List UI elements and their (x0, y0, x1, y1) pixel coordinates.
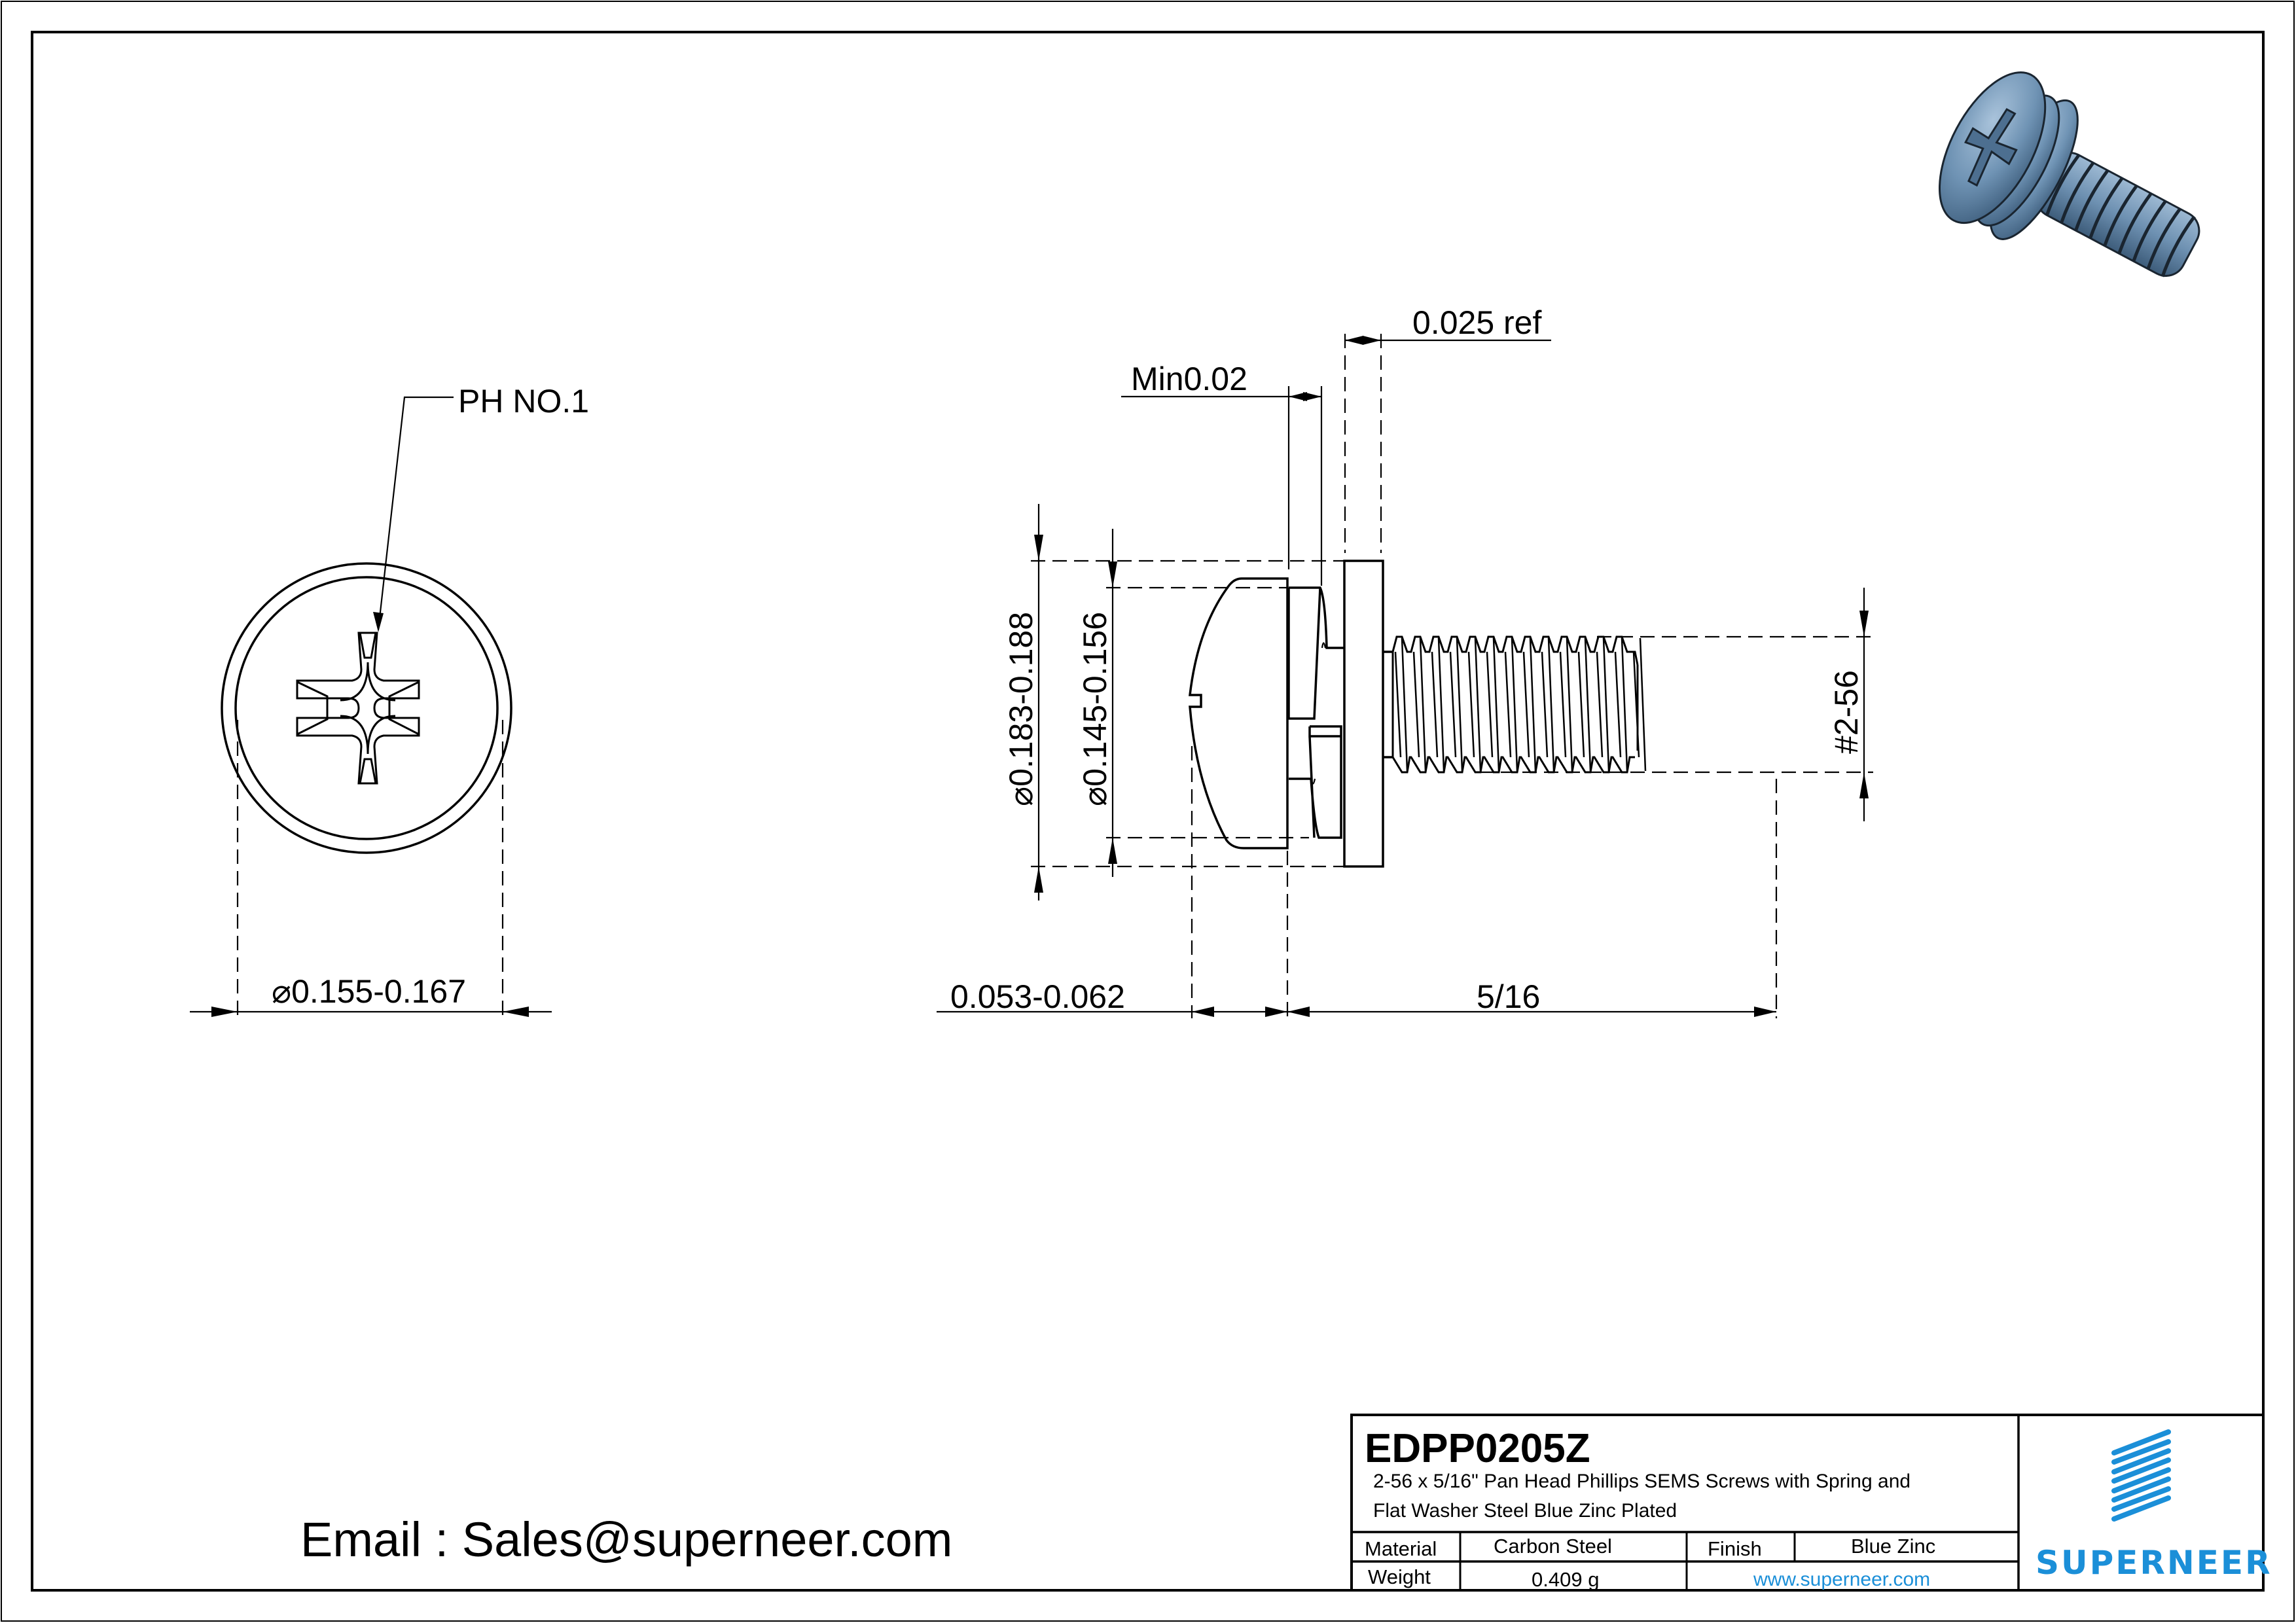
finish-label: Finish (1708, 1537, 1762, 1560)
material-label: Material (1365, 1537, 1437, 1560)
head-end-view: PH NO.1 ⌀0.155-0.167 (190, 383, 589, 1018)
description-line-2: Flat Washer Steel Blue Zinc Plated (1373, 1500, 1677, 1522)
description-line-1: 2-56 x 5/16" Pan Head Phillips SEMS Scre… (1373, 1471, 1910, 1492)
spring-washer-min-dim: Min0.02 (1131, 361, 1247, 397)
material-value: Carbon Steel (1494, 1535, 1612, 1558)
spring-washer-lower (1289, 725, 1342, 839)
inner-frame (31, 31, 2265, 1592)
thread-size-dim: #2-56 (1828, 670, 1865, 754)
flat-washer (1343, 560, 1384, 868)
leader-arrowhead (373, 612, 384, 632)
part-number: EDPP0205Z (1365, 1426, 1590, 1471)
screw-3d-render (1938, 71, 2200, 277)
head-outer-circle (221, 562, 512, 854)
brand-name: SUPERNEER (2036, 1544, 2272, 1582)
recess-leader-line (377, 396, 454, 630)
superneer-logo-icon (2111, 1429, 2171, 1522)
pan-head-profile (1189, 577, 1289, 849)
website-link[interactable]: www.superneer.com (1753, 1569, 1930, 1590)
weight-label: Weight (1368, 1565, 1431, 1588)
recess-callout: PH NO.1 (458, 383, 589, 419)
thread-profile (1391, 635, 1647, 774)
head-height-dim: 0.053-0.062 (950, 978, 1125, 1015)
spring-washer-upper (1287, 586, 1344, 720)
washer-thickness-dim: 0.025 ref (1412, 304, 1541, 341)
finish-value: Blue Zinc (1851, 1535, 1935, 1558)
length-dim: 5/16 (1477, 978, 1540, 1015)
spring-washer-od-dim: ⌀0.145-0.156 (1077, 612, 1113, 806)
head-diameter-dim: ⌀0.155-0.167 (272, 973, 466, 1010)
title-block: EDPP0205Z 2-56 x 5/16" Pan Head Phillips… (1350, 1414, 2272, 1592)
contact-email[interactable]: Email : Sales@superneer.com (300, 1512, 952, 1567)
weight-value: 0.409 g (1532, 1568, 1599, 1591)
washer-od-dim: ⌀0.183-0.188 (1003, 612, 1039, 806)
head-inner-circle (234, 576, 499, 840)
phillips-recess-icon (296, 632, 420, 785)
side-view: 0.025 ref Min0.02 ⌀0.183-0.188 ⌀0.145-0.… (937, 304, 1873, 1018)
